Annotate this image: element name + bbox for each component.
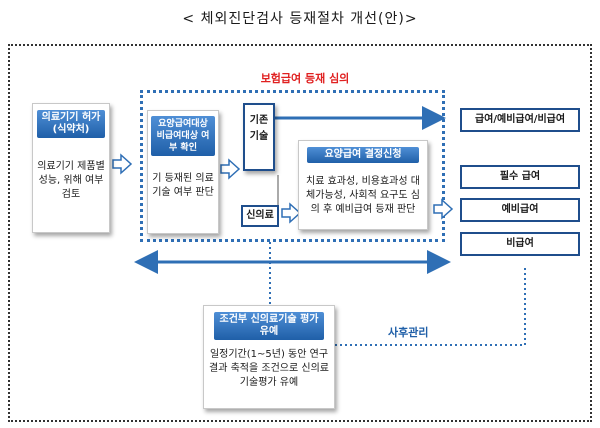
existing-tech-label: 기존 기술 [249,115,269,142]
eligibility-card: 요양급여대상 비급여대상 여부 확인 기 등재된 의료기술 여부 판단 [147,110,219,234]
outcome-all: 급여/예비급여/비급여 [460,108,580,132]
decision-header: 요양급여 결정신청 [307,147,419,163]
chevron-arrow-3 [281,202,302,224]
review-dotted-frame [140,90,445,242]
post-management-path [335,268,526,346]
eligibility-header: 요양급여대상 비급여대상 여부 확인 [151,116,215,156]
outcome-essential: 필수 급여 [460,165,580,189]
outcome-noncovered: 비급여 [460,232,580,256]
conditional-deferral-header: 조건부 신의료기술 평가유예 [214,312,324,340]
review-board-label: 보험급여 등재 심의 [260,72,350,85]
decision-body: 치료 효과성, 비용효과성 대체가능성, 사회적 요구도 심의 후 예비급여 등… [306,176,420,215]
new-tech-box: 신의료 [241,205,279,227]
device-approval-header: 의료기기 허가 (식약처) [37,110,105,138]
device-approval-card: 의료기기 허가 (식약처) 의료기기 제품별 성능, 위해 여부 검토 [32,103,110,233]
eligibility-body: 기 등재된 의료기술 여부 판단 [152,173,214,198]
chevron-arrow-1 [112,153,133,175]
outer-dotted-frame [8,44,592,422]
chevron-arrow-2 [220,158,241,180]
page-title: < 체외진단검사 등재절차 개선(안)> [182,11,418,27]
device-approval-body: 의료기기 제품별 성능, 위해 여부 검토 [37,161,105,200]
post-management-label: 사후관리 [388,326,429,339]
conditional-deferral-body: 일정기간(1~5년) 동안 연구결과 축적을 조건으로 신의료기술평가 유예 [209,349,329,388]
conditional-deferral-card: 조건부 신의료기술 평가유예 일정기간(1~5년) 동안 연구결과 축적을 조건… [203,305,335,409]
chevron-arrow-4 [433,198,454,220]
decision-card: 요양급여 결정신청 치료 효과성, 비용효과성 대체가능성, 사회적 요구도 심… [298,140,428,230]
outcome-preliminary: 예비급여 [460,198,580,222]
existing-tech-box: 기존 기술 [243,103,275,171]
